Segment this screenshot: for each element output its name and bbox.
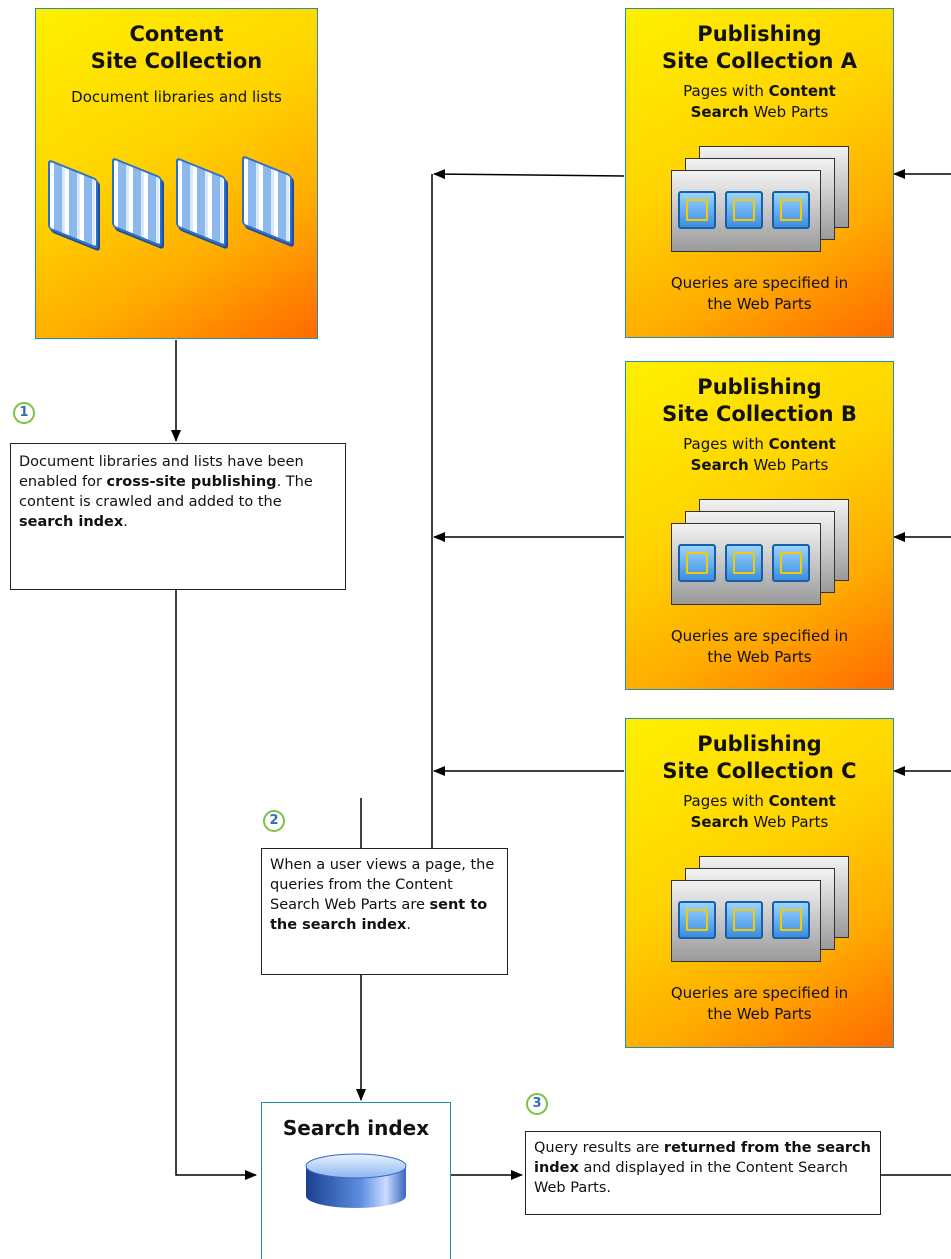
- web-part-icon: [725, 191, 763, 229]
- step-1-text: .: [123, 514, 128, 530]
- web-part-icon: [725, 901, 763, 939]
- document-library-icon: [112, 156, 162, 248]
- site-b-title-line2: Site Collection B: [662, 402, 857, 426]
- step-1-bold: search index: [19, 514, 124, 530]
- web-part-icon: [725, 544, 763, 582]
- step-1-bold: cross-site publishing: [106, 474, 277, 490]
- step-2-badge: 2: [263, 810, 285, 832]
- arrow-site-a-to-collector: [433, 169, 625, 180]
- publishing-site-collection-b: Publishing Site Collection B Pages with …: [625, 361, 894, 690]
- page-layer: [671, 170, 821, 252]
- web-part-icon: [772, 901, 810, 939]
- search-index-box: Search index: [261, 1102, 451, 1259]
- step-3-badge: 3: [526, 1093, 548, 1115]
- page-layer: [671, 523, 821, 605]
- content-site-collection: Content Site Collection Document librari…: [35, 8, 318, 339]
- web-part-icon: [678, 544, 716, 582]
- site-c-title-line1: Publishing: [697, 732, 822, 756]
- site-a-title-line2: Site Collection A: [661, 49, 858, 73]
- site-a-title-line1: Publishing: [697, 22, 822, 46]
- web-part-icon: [678, 901, 716, 939]
- web-part-icon: [772, 191, 810, 229]
- document-library-icon: [48, 158, 98, 250]
- search-index-title: Search index: [282, 1116, 430, 1140]
- step-3-text: Query results are: [534, 1140, 664, 1156]
- content-site-title-line2: Site Collection: [90, 49, 263, 73]
- page-layer: [671, 880, 821, 962]
- step-3-text: and displayed in the Content Search Web …: [534, 1160, 848, 1196]
- step-3-bold: returned from the search index: [534, 1140, 871, 1176]
- document-library-icon: [176, 156, 226, 248]
- step-2-text: When a user views a page, the queries fr…: [270, 857, 495, 913]
- document-library-icon: [242, 154, 292, 246]
- database-icon: [305, 1153, 407, 1208]
- document-library-icons: [36, 154, 336, 269]
- step-2-text: .: [406, 917, 411, 933]
- publishing-site-collection-c: Publishing Site Collection C Pages with …: [625, 718, 894, 1048]
- step-1-text: . The content is crawled and added to th…: [19, 474, 313, 510]
- site-b-title-line1: Publishing: [697, 375, 822, 399]
- step-1-note: Document libraries and lists have been e…: [10, 443, 346, 590]
- arrow-note1-to-search-index: [175, 590, 257, 1180]
- step-1-badge: 1: [13, 402, 35, 424]
- step-2-bold: sent to the search index: [270, 897, 488, 933]
- site-c-title-line2: Site Collection C: [662, 759, 857, 783]
- web-part-icon: [678, 191, 716, 229]
- step-3-note: Query results are returned from the sear…: [525, 1131, 881, 1215]
- web-part-icon: [772, 544, 810, 582]
- content-site-title-line1: Content: [129, 22, 224, 46]
- step-2-note: When a user views a page, the queries fr…: [261, 848, 508, 975]
- publishing-site-collection-a: Publishing Site Collection A Pages with …: [625, 8, 894, 338]
- content-site-subtitle: Document libraries and lists: [71, 88, 282, 106]
- step-1-text: Document libraries and lists have been e…: [19, 454, 304, 490]
